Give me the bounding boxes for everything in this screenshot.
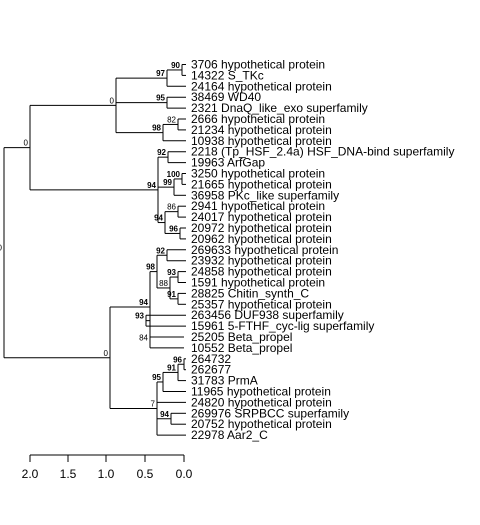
support-value: 97	[156, 69, 165, 78]
support-value: 96	[169, 224, 178, 233]
leaf-label: 38469 WD40	[191, 90, 261, 104]
support-value: 0	[24, 139, 29, 148]
leaf-label: 19963 ArfGap	[191, 156, 265, 170]
leaf-label: 10552 Beta_propel	[191, 341, 292, 355]
leaf-label: 263456 DUF938 superfamily	[191, 308, 344, 322]
axis-tick-label: 0.0	[176, 467, 193, 481]
support-value: 90	[171, 61, 180, 70]
axis-tick-label: 2.0	[22, 467, 39, 481]
leaf-label: 269976 SRPBCC superfamily	[191, 406, 349, 420]
leaf-label: 24017 hypothetical protein	[191, 210, 332, 224]
leaf-label: 3250 hypothetical protein	[191, 167, 325, 181]
leaf-label: 31783 PrmA	[191, 374, 258, 388]
support-value: 94	[147, 181, 156, 190]
axis-tick-label: 1.0	[98, 467, 115, 481]
leaf-label: 28825 Chitin_synth_C	[191, 286, 309, 300]
support-value: 94	[154, 214, 163, 223]
leaf-label: 25357 hypothetical protein	[191, 297, 332, 311]
support-value: 99	[163, 178, 172, 187]
leaf-label: 269633 hypothetical protein	[191, 243, 338, 257]
scale-axis: 2.0 1.5 1.0 0.5 0.0	[22, 454, 193, 481]
leaf-label: 36958 PKc_like superfamily	[191, 188, 339, 202]
axis-tick-label: 0.5	[137, 467, 154, 481]
leaf-label: 24164 hypothetical protein	[191, 79, 332, 93]
leaf-label: 20972 hypothetical protein	[191, 221, 332, 235]
support-value: 0	[104, 349, 109, 358]
leaf-label: 25205 Beta_propel	[191, 330, 292, 344]
support-value: 94	[139, 298, 148, 307]
leaf-label: 21665 hypothetical protein	[191, 177, 332, 191]
leaf-label: 1591 hypothetical protein	[191, 276, 325, 290]
support-value: 98	[146, 263, 155, 272]
support-value: 91	[167, 290, 176, 299]
support-value: 95	[156, 94, 165, 103]
support-value: 96	[173, 355, 182, 364]
leaf-label: 24858 hypothetical protein	[191, 265, 332, 279]
leaf-label: 10938 hypothetical protein	[191, 134, 332, 148]
leaf-label: 262677	[191, 363, 231, 377]
support-value: 0	[110, 96, 115, 105]
support-value: 92	[156, 246, 165, 255]
leaf-label: 23932 hypothetical protein	[191, 254, 332, 268]
support-value: 91	[167, 363, 176, 372]
axis-tick-label: 1.5	[60, 467, 77, 481]
support-value: 92	[157, 148, 166, 157]
support-value: 84	[139, 333, 148, 342]
tree-branches	[3, 64, 186, 436]
leaf-label: 15961 5-FTHF_cyc-lig superfamily	[191, 319, 374, 333]
leaf-label: 14322 S_TKc	[191, 68, 264, 82]
support-value: 100	[167, 170, 181, 179]
leaf-label: 20752 hypothetical protein	[191, 417, 332, 431]
leaf-label: 2941 hypothetical protein	[191, 199, 325, 213]
leaf-label: 2321 DnaQ_like_exo superfamily	[191, 101, 368, 115]
leaf-label: 3706 hypothetical protein	[191, 58, 325, 72]
leaf-label: 20962 hypothetical protein	[191, 232, 332, 246]
leaf-label: 11965 hypothetical protein	[191, 385, 331, 399]
leaf-label: 2666 hypothetical protein	[191, 112, 325, 126]
support-value: 82	[167, 115, 176, 124]
support-value: 94	[160, 410, 169, 419]
leaf-label: 21234 hypothetical protein	[191, 123, 332, 137]
leaf-label: 22978 Aar2_C	[191, 428, 268, 442]
support-value: 88	[159, 279, 168, 288]
support-value: 93	[135, 312, 144, 321]
support-value: 7	[151, 400, 156, 409]
support-value: 95	[152, 373, 161, 382]
leaf-label: 2218 (Tp_HSF_2.4a) HSF_DNA-bind superfam…	[191, 145, 454, 159]
leaf-label: 24820 hypothetical protein	[191, 395, 332, 409]
support-value: 0	[0, 244, 3, 253]
support-value: 98	[152, 124, 161, 133]
support-value: 86	[167, 203, 176, 212]
support-value: 93	[167, 268, 176, 277]
leaf-label: 264732	[191, 352, 231, 366]
